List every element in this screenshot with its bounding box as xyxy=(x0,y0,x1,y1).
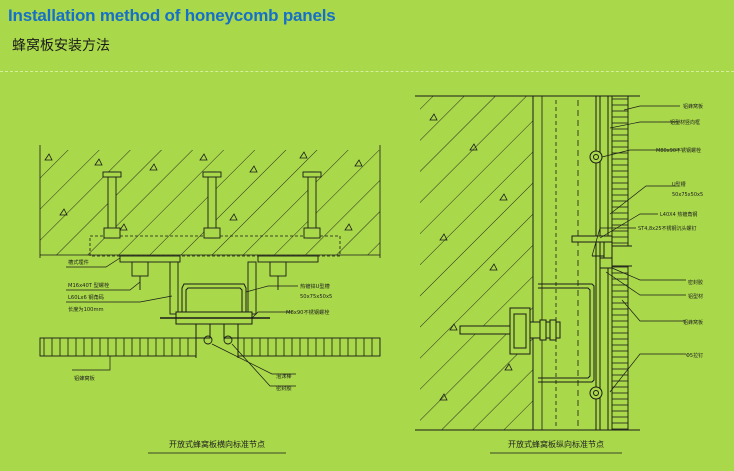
page-title-en: Installation method of honeycomb panels xyxy=(8,6,336,25)
left-label-bolt2: M8x90不锈钢螺栓 xyxy=(286,308,330,316)
right-caption: 开放式蜂窝板纵向标准节点 xyxy=(508,439,604,449)
left-anchor-studs xyxy=(102,171,322,239)
left-label-channel2: 50x75x50x5 xyxy=(300,294,332,300)
right-anchor-bolt xyxy=(459,307,561,355)
left-caption: 开放式蜂窝板横向标准节点 xyxy=(169,439,265,449)
right-label-profile: 铝型材竖向框 xyxy=(670,119,700,126)
left-label-angle: L60Lx6 钢角码 xyxy=(68,293,104,301)
right-label-aluminum: 铝型材 xyxy=(688,293,703,300)
left-label-sealant: 密封胶 xyxy=(276,384,292,392)
left-label-channel1: 热镀锌U型槽 xyxy=(300,282,330,290)
left-diagram: 槽式埋件 M16x40T 型螺栓 L60Lx6 钢角码 长度为100mm 热镀锌… xyxy=(39,145,381,454)
left-label-bolt1: M16x40T 型螺栓 xyxy=(68,281,110,289)
left-label-length: 长度为100mm xyxy=(68,305,104,313)
left-u-channel xyxy=(160,283,270,339)
right-concrete-wall xyxy=(415,95,640,431)
right-diagram: 铝蜂窝板 铝型材竖向框 M80x90不锈钢螺栓 U型槽 50x75x50x5 L… xyxy=(415,95,703,454)
left-angle-brackets xyxy=(119,255,319,315)
left-honeycomb-panels xyxy=(39,335,381,358)
right-profile-bolts xyxy=(589,150,603,400)
left-label-foam: 泡沫棒 xyxy=(276,372,292,380)
right-label-panel-top: 铝蜂窝板 xyxy=(683,103,703,110)
right-label-channel2: 50x75x50x5 xyxy=(672,192,703,198)
right-honeycomb-panels xyxy=(611,95,632,431)
right-label-bolt: M80x90不锈钢螺栓 xyxy=(656,147,701,154)
left-label-anchor: 槽式埋件 xyxy=(68,258,89,266)
right-leader-lines xyxy=(591,105,686,393)
right-label-sealant: 密封胶 xyxy=(688,279,703,286)
right-label-angle: L40X4 热镀角钢 xyxy=(660,211,697,218)
right-label-screw: ST4,8x25不锈钢沉头螺钉 xyxy=(638,225,697,232)
left-label-panel: 铝蜂窝板 xyxy=(74,374,96,382)
left-leader-lines xyxy=(66,257,298,387)
page-title-cn: 蜂窝板安装方法 xyxy=(12,38,110,54)
right-label-panel-bottom: 铝蜂窝板 xyxy=(683,319,703,326)
right-label-channel1: U型槽 xyxy=(672,181,686,188)
right-angle-steel xyxy=(571,235,613,269)
right-u-channel xyxy=(538,283,595,383)
right-label-rivet: Φ5拉钉 xyxy=(686,352,703,359)
header-divider xyxy=(0,71,734,72)
